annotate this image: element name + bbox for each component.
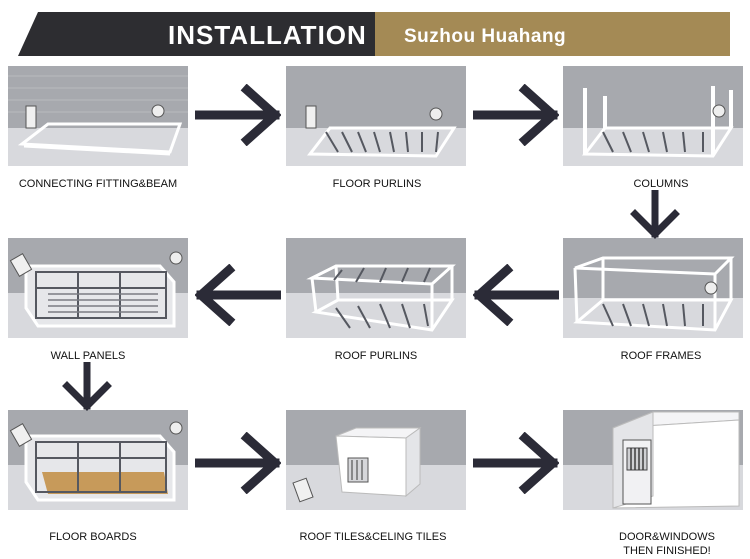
step-label-roof-frames: ROOF FRAMES: [561, 349, 750, 363]
step-label-floor-boards: FLOOR BOARDS: [0, 530, 193, 544]
step-label-roof-tiles: ROOF TILES&CELING TILES: [273, 530, 473, 544]
step-label-roof-purlins: ROOF PURLINS: [276, 349, 476, 363]
step-image-door-windows: [563, 410, 743, 510]
arrow-left-icon: [473, 264, 559, 326]
arrow-right-icon: [473, 432, 559, 494]
step-image-wall-panels: [8, 238, 188, 338]
arrow-right-icon: [195, 84, 281, 146]
step-image-roof-tiles: [286, 410, 466, 510]
arrow-right-icon: [473, 84, 559, 146]
step-label-door-windows-line2: THEN FINISHED!: [567, 544, 750, 558]
arrow-down-icon: [60, 362, 114, 412]
banner: INSTALLATION Suzhou Huahang: [0, 0, 750, 65]
step-label-door-windows: DOOR&WINDOWS THEN FINISHED!: [567, 530, 750, 558]
step-image-roof-frames: [563, 238, 743, 338]
step-label-connecting-fitting-beam: CONNECTING FITTING&BEAM: [0, 177, 198, 191]
step-label-door-windows-line1: DOOR&WINDOWS: [567, 530, 750, 544]
arrow-down-icon: [628, 190, 682, 240]
step-label-floor-purlins: FLOOR PURLINS: [277, 177, 477, 191]
banner-company: Suzhou Huahang: [404, 26, 566, 48]
arrow-right-icon: [195, 432, 281, 494]
step-image-floor-purlins: [286, 66, 466, 166]
step-image-roof-purlins: [286, 238, 466, 338]
step-image-floor-boards: [8, 410, 188, 510]
step-image-columns: [563, 66, 743, 166]
step-label-columns: COLUMNS: [561, 177, 750, 191]
banner-shapes: [0, 0, 750, 65]
step-label-wall-panels: WALL PANELS: [0, 349, 188, 363]
banner-title: INSTALLATION: [168, 20, 367, 51]
arrow-left-icon: [195, 264, 281, 326]
step-image-connecting-fitting-beam: [8, 66, 188, 166]
